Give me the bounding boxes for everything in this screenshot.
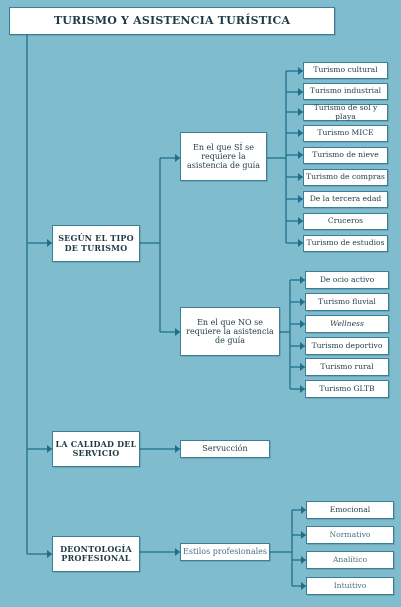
item-turismo-fluvial: Turismo fluvial — [305, 293, 389, 311]
item-cruceros: Cruceros — [303, 213, 388, 230]
group-guide-not-required: En el que NO se requiere la asistencia d… — [180, 307, 280, 356]
branch-service-quality: LA CALIDAD DEL SERVICIO — [52, 431, 140, 467]
group-guide-required: En el que SÍ se requiere la asistencia d… — [180, 132, 267, 181]
style-emotional: Emocional — [306, 501, 394, 519]
item-turismo-estudios: Turismo de estudios — [303, 235, 388, 252]
style-normative: Normativo — [306, 526, 394, 544]
item-ocio-activo: De ocio activo — [305, 271, 389, 289]
item-turismo-gltb: Turismo GLTB — [305, 380, 389, 398]
item-turismo-cultural: Turismo cultural — [303, 62, 388, 79]
item-professional-styles: Estilos profesionales — [180, 543, 270, 561]
item-turismo-nieve: Turismo de nieve — [303, 147, 388, 164]
item-wellness: Wellness — [305, 315, 389, 333]
item-turismo-rural: Turismo rural — [305, 358, 389, 376]
item-turismo-compras: Turismo de compras — [303, 169, 388, 186]
style-intuitive: Intuitivo — [306, 577, 394, 595]
item-tercera-edad: De la tercera edad — [303, 191, 388, 208]
style-analytical: Analítico — [306, 551, 394, 569]
item-turismo-sol-y-playa: Turismo de sol y playa — [303, 103, 388, 121]
branch-according-to-tourism-type: SEGÚN EL TIPO DE TURISMO — [52, 225, 140, 262]
item-servuccion: Servucción — [180, 440, 270, 458]
item-turismo-deportivo: Turismo deportivo — [305, 337, 389, 355]
branch-professional-deontology: DEONTOLOGÍA PROFESIONAL — [52, 536, 140, 572]
item-turismo-industrial: Turismo industrial — [303, 83, 388, 100]
diagram-title: TURISMO Y ASISTENCIA TURÍSTICA — [9, 7, 335, 35]
item-turismo-mice: Turismo MICE — [303, 125, 388, 142]
